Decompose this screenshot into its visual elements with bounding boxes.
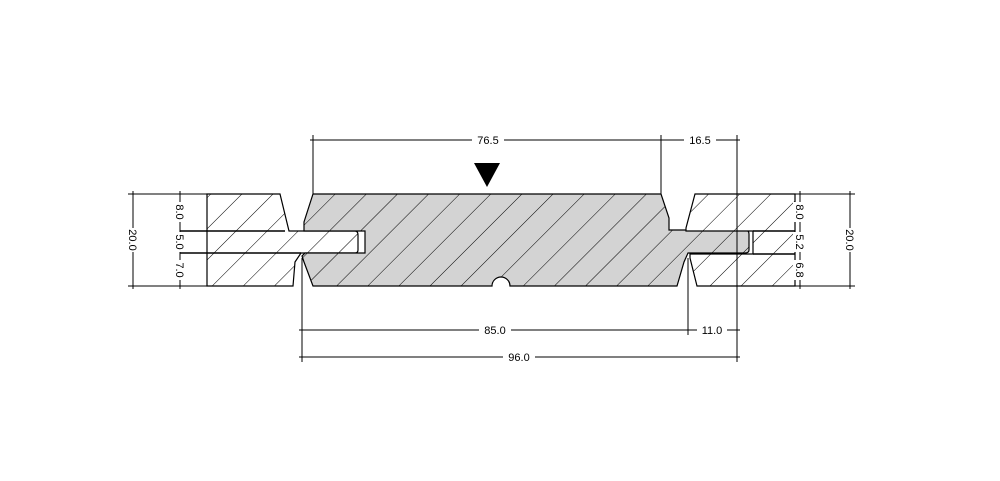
dim-left-bottom: 7.0 — [173, 262, 185, 277]
dim-left-total: 20.0 — [126, 229, 138, 250]
dim-right-total: 20.0 — [843, 229, 855, 250]
dim-bottom-total: 96.0 — [508, 352, 529, 364]
dim-bottom-right: 11.0 — [702, 325, 723, 337]
dim-left-mid: 5.0 — [173, 234, 185, 249]
left-guide-lines — [128, 193, 855, 287]
dimension-labels: 76.5 16.5 85.0 11.0 96.0 20.0 8.0 5.0 7.… — [126, 133, 857, 364]
dim-top-right: 16.5 — [689, 135, 710, 147]
dim-right-top: 8.0 — [793, 204, 805, 219]
dim-right-mid: 5.2 — [793, 234, 805, 249]
right-neighbor-board — [685, 193, 796, 287]
dim-bottom-main: 85.0 — [484, 325, 505, 337]
main-board — [301, 193, 750, 287]
dim-left-top: 8.0 — [173, 204, 185, 219]
dim-top-main: 76.5 — [477, 135, 498, 147]
extension-lines — [301, 135, 738, 362]
dim-right-bottom: 6.8 — [793, 262, 805, 277]
down-triangle-icon — [474, 163, 500, 187]
